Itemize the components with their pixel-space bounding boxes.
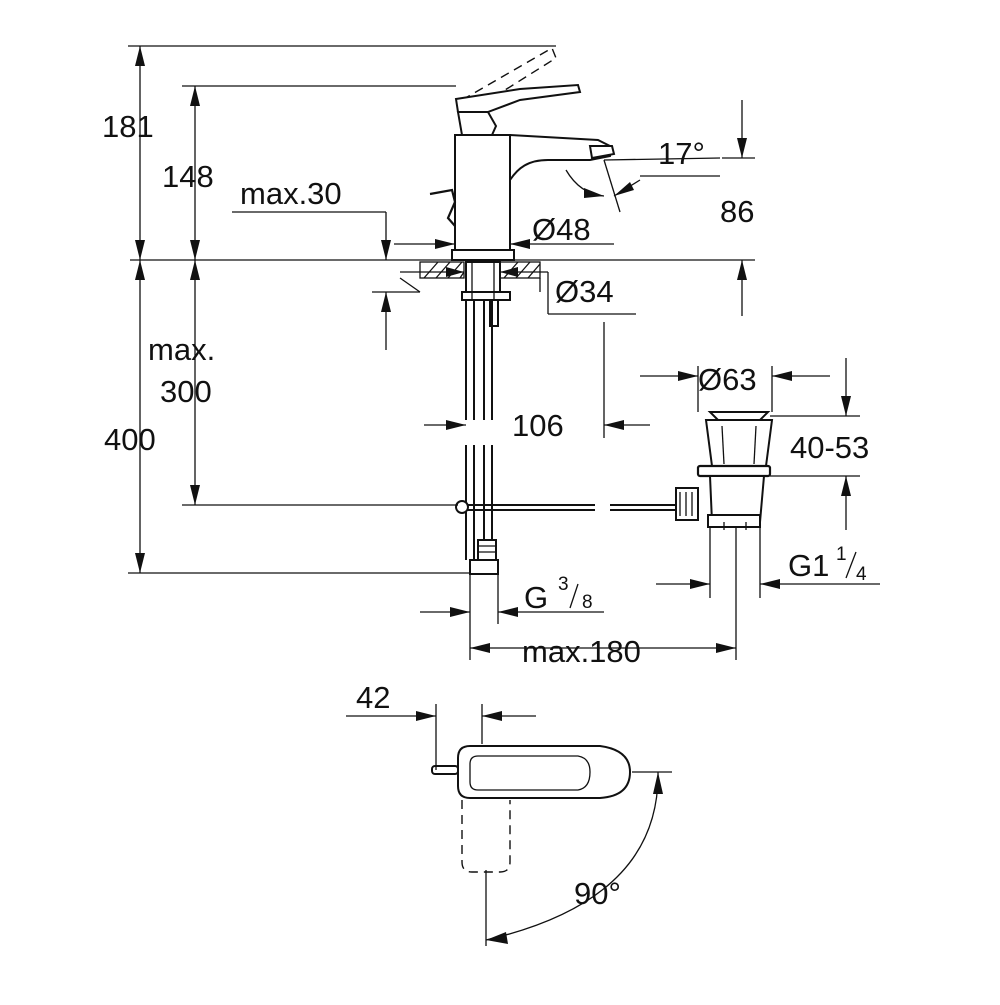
countertop-section <box>130 259 755 327</box>
thread-drain-main: G1 <box>788 548 829 583</box>
drain-assembly <box>675 411 774 530</box>
thread-supply-den: 8 <box>582 592 593 613</box>
thread-supply-num: 3 <box>558 574 569 595</box>
mounting-shank <box>465 261 501 293</box>
label-drain-range: 40-53 <box>790 430 869 465</box>
faucet-base <box>451 249 515 261</box>
label-dia-body: Ø48 <box>532 212 591 247</box>
label-rotation: 90° <box>574 876 621 911</box>
drain-flange <box>696 464 772 478</box>
spout-inner <box>469 755 591 791</box>
thread-drain-num: 1 <box>836 544 847 565</box>
label-thread-supply: G 3 8 <box>524 574 593 615</box>
drain-plug <box>707 411 771 421</box>
dimension-lines <box>128 45 880 946</box>
popup-rod-knob <box>429 188 457 227</box>
thread-drain-den: 4 <box>856 564 867 585</box>
lever-cap <box>456 111 498 136</box>
label-height-total: 181 <box>102 109 154 144</box>
label-dia-drain: Ø63 <box>698 362 757 397</box>
faucet-side-view <box>429 46 616 261</box>
dimension-labels: 181 148 max.30 17° 86 Ø48 Ø34 max. 300 4… <box>102 109 869 911</box>
label-max-reach: max.180 <box>522 634 641 669</box>
drain-body <box>704 419 774 467</box>
hose-fitting <box>477 539 497 563</box>
label-max-below-a: max. <box>148 332 215 367</box>
label-max-thickness: max.30 <box>240 176 342 211</box>
supply-hoses <box>455 300 690 575</box>
label-thread-drain: G1 1 4 <box>788 544 867 585</box>
label-height-spout: 148 <box>162 159 214 194</box>
body-outline-dashed <box>461 800 511 873</box>
label-spout-height: 86 <box>720 194 754 229</box>
faucet-top-view <box>431 745 632 873</box>
label-angle-spout: 17° <box>658 136 705 171</box>
faucet-body <box>454 134 511 251</box>
spout-outlet <box>588 145 616 160</box>
label-depth-total: 400 <box>104 422 156 457</box>
label-top-offset: 42 <box>356 680 390 715</box>
label-projection: 106 <box>512 408 564 443</box>
popup-rod-top <box>431 765 459 775</box>
drain-lever-nut <box>675 487 699 521</box>
label-dia-hole: Ø34 <box>555 274 614 309</box>
thread-supply-main: G <box>524 580 548 615</box>
label-max-below-b: 300 <box>160 374 212 409</box>
hatch-left <box>419 261 465 279</box>
fixing-nut <box>461 291 511 301</box>
hatch-right <box>499 261 541 279</box>
